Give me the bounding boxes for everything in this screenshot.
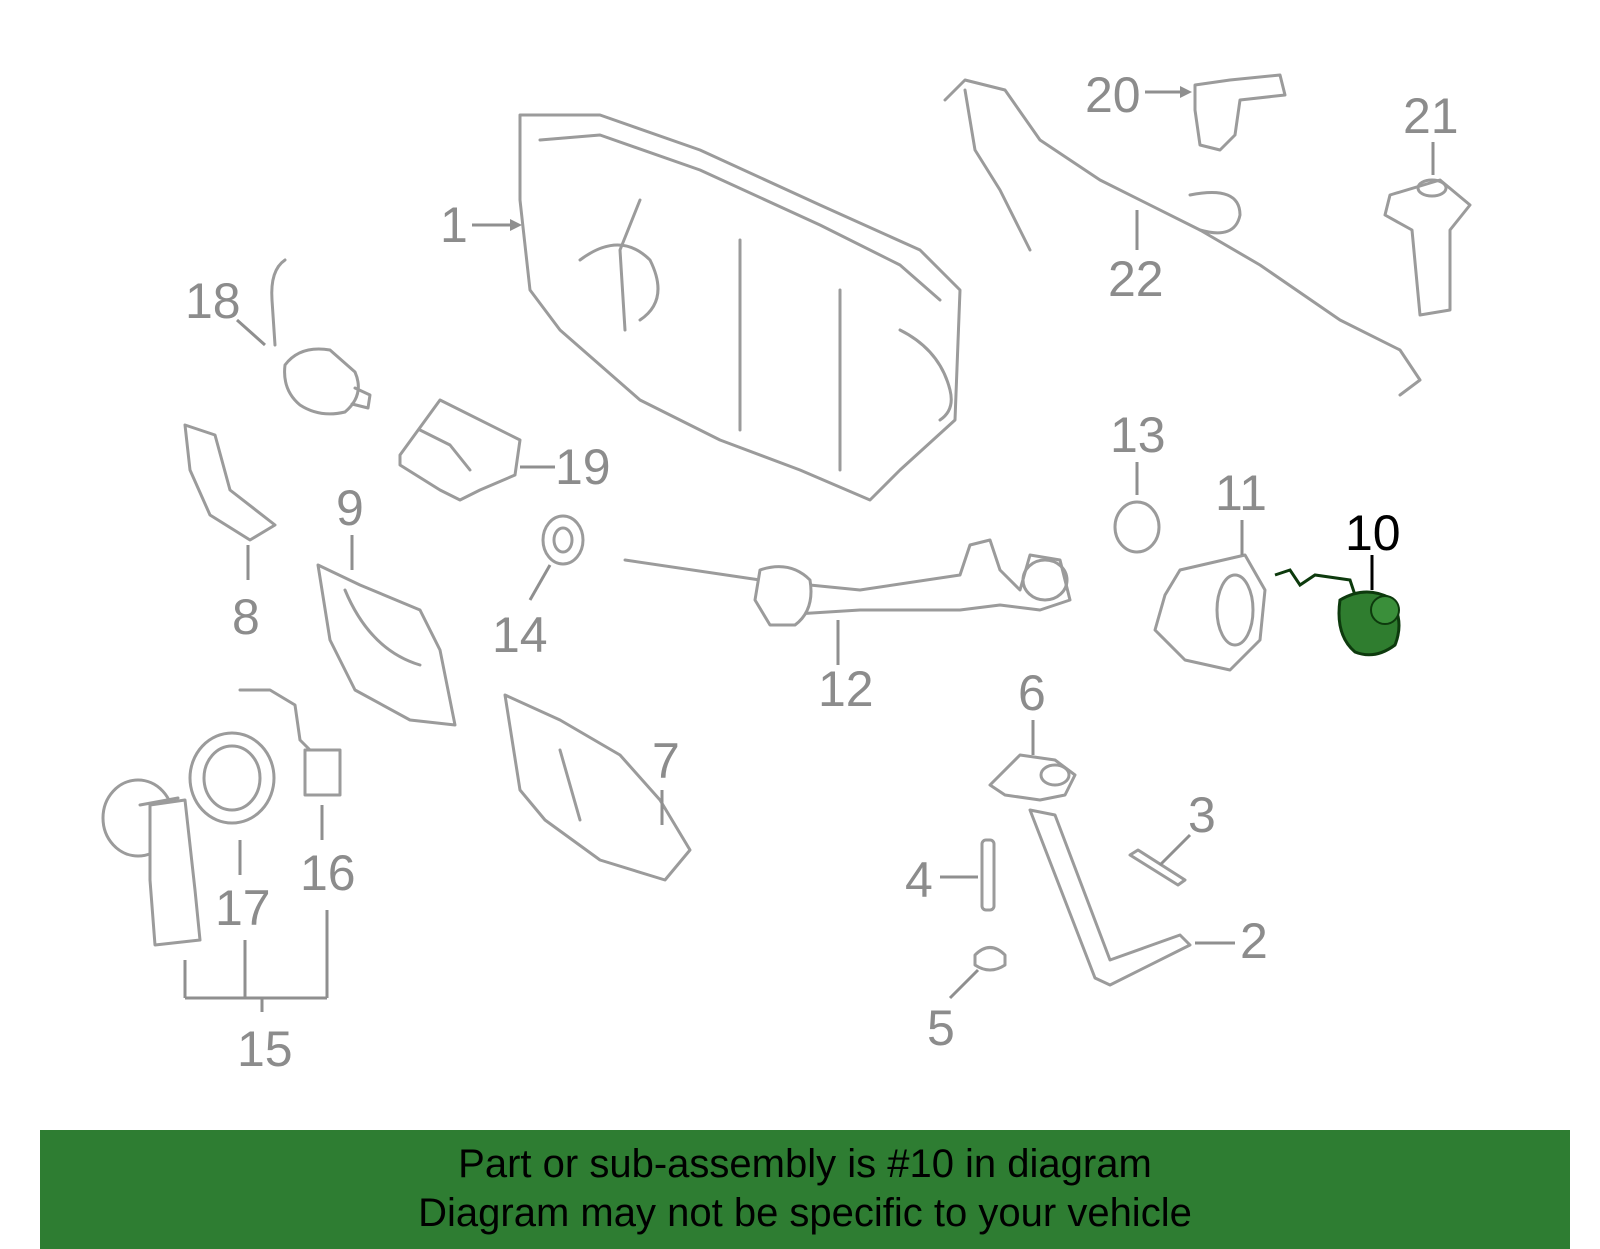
callout-1: 1 bbox=[440, 197, 468, 253]
part-18-fuel-filter bbox=[270, 258, 372, 416]
part-2-strap bbox=[1028, 808, 1192, 987]
callout-11: 11 bbox=[1215, 465, 1267, 521]
arrowhead-1 bbox=[510, 219, 522, 231]
callout-18: 18 bbox=[185, 273, 241, 329]
callout-13: 13 bbox=[1110, 407, 1166, 463]
banner-line-1: Part or sub-assembly is #10 in diagram bbox=[458, 1142, 1152, 1186]
part-19-bracket bbox=[398, 398, 522, 502]
callout-4: 4 bbox=[905, 852, 933, 908]
part-7-shield bbox=[503, 693, 692, 882]
part-13-oring bbox=[1113, 500, 1161, 554]
part-20-valve bbox=[1193, 73, 1287, 152]
callout-17: 17 bbox=[215, 880, 271, 936]
parts-diagram: 1 18 19 8 9 14 12 7 bbox=[101, 67, 1472, 1077]
banner-line-2: Diagram may not be specific to your vehi… bbox=[418, 1191, 1192, 1235]
part-16-sensor bbox=[238, 688, 342, 797]
part-8-shield bbox=[183, 423, 277, 542]
part-1-fuel-tank bbox=[518, 113, 962, 502]
leader-18 bbox=[236, 318, 266, 347]
info-banner: Part or sub-assembly is #10 in diagram D… bbox=[40, 1130, 1570, 1249]
leader-14 bbox=[528, 564, 552, 601]
callout-12: 12 bbox=[818, 661, 874, 717]
callout-6: 6 bbox=[1018, 665, 1046, 721]
callout-20: 20 bbox=[1085, 67, 1141, 123]
callout-22: 22 bbox=[1108, 251, 1164, 307]
part-5-grommet bbox=[973, 946, 1007, 972]
leader-5 bbox=[948, 968, 980, 1000]
callout-21: 21 bbox=[1403, 88, 1459, 144]
callout-7: 7 bbox=[652, 733, 680, 789]
leader-3 bbox=[1158, 833, 1192, 867]
callout-16: 16 bbox=[300, 845, 356, 901]
callout-9: 9 bbox=[336, 480, 364, 536]
callout-15: 15 bbox=[237, 1021, 293, 1077]
callout-3: 3 bbox=[1188, 787, 1216, 843]
part-4-pad bbox=[980, 838, 996, 912]
callout-2: 2 bbox=[1240, 913, 1268, 969]
callout-8: 8 bbox=[232, 589, 260, 645]
part-15-pump-module bbox=[101, 778, 202, 947]
part-22-vapor-lines bbox=[943, 78, 1422, 397]
part-3-pad bbox=[1128, 848, 1187, 887]
callout-10: 10 bbox=[1345, 505, 1401, 561]
callout-19: 19 bbox=[555, 439, 611, 495]
part-10-fuel-cap bbox=[1274, 568, 1401, 657]
part-14-grommet bbox=[541, 514, 585, 566]
callout-14: 14 bbox=[492, 607, 548, 663]
part-12-filler-pipe bbox=[623, 538, 1072, 627]
part-21-valve bbox=[1383, 178, 1472, 317]
part-9-shield bbox=[316, 563, 457, 727]
part-11-housing bbox=[1153, 553, 1267, 672]
callout-5: 5 bbox=[927, 1000, 955, 1056]
part-6-bracket bbox=[988, 753, 1077, 802]
arrowhead-20 bbox=[1180, 86, 1192, 98]
part-17-gasket bbox=[188, 731, 276, 825]
